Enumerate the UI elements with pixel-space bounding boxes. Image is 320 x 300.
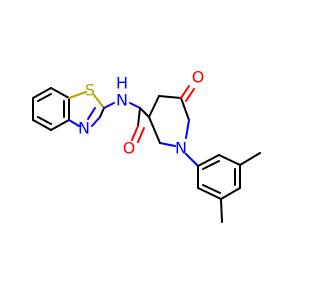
benzothiazole-nitrogen-label: N — [78, 119, 90, 138]
lactam-oxygen-label: O — [192, 68, 205, 87]
sulfur-atom-label: S — [85, 81, 95, 100]
pyrrolidinone-ring — [148, 85, 195, 147]
n-aryl-bond — [185, 153, 199, 167]
amide-linkage — [103, 102, 150, 143]
benzothiazole-thiazole-ring — [68, 91, 105, 127]
amide-hydrogen-label: H — [116, 74, 128, 93]
dimethylphenyl-ring — [197, 152, 261, 223]
pyrrolidine-nitrogen-label: N — [175, 139, 187, 158]
atom-labels: S N N H O O N — [78, 68, 204, 158]
amide-oxygen-label: O — [123, 139, 136, 158]
molecule-structure-diagram: S N N H O O N — [32, 68, 261, 223]
benzothiazole-benzene-ring — [32, 87, 70, 131]
amide-nitrogen-label: N — [116, 91, 128, 110]
